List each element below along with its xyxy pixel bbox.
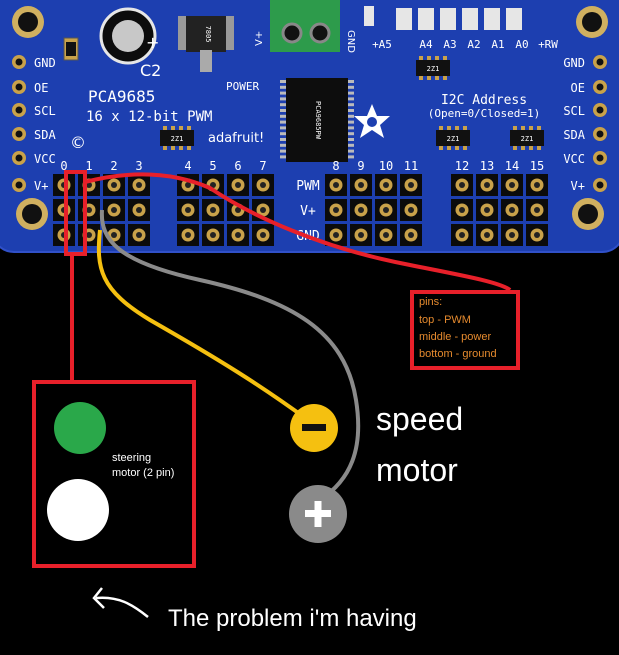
channel-number: 14 (505, 159, 519, 173)
side-pin-label: GND (563, 56, 585, 70)
address-jumper-pads (364, 6, 522, 30)
i2c-title: I2C Address (441, 93, 527, 108)
steering-motor-box (32, 380, 196, 568)
channel-number: 7 (259, 159, 266, 173)
brand-label: adafruit! (208, 131, 264, 146)
row-label: V+ (300, 204, 316, 219)
address-label: A4 (419, 38, 433, 51)
svg-text:2Z1: 2Z1 (427, 65, 440, 73)
resistor-pack (510, 130, 544, 146)
gray-wire (99, 209, 361, 502)
channel-number: 13 (480, 159, 494, 173)
pins-note-line: bottom - ground (419, 348, 497, 360)
pca9685-chip (286, 78, 348, 162)
cap-label: C2 (140, 61, 161, 80)
address-jumper-pad (396, 8, 412, 30)
address-jumper-pad (506, 8, 522, 30)
resistor-pack (436, 130, 470, 146)
yellow-wire (96, 229, 310, 422)
channel-number: 5 (209, 159, 216, 173)
address-jumper-pad (484, 8, 500, 30)
i2c-subtitle: (Open=0/Closed=1) (428, 107, 541, 120)
svg-text:PCA9685PW: PCA9685PW (314, 101, 322, 140)
pins-note-line: top - PWM (419, 314, 471, 326)
channel-number: 3 (135, 159, 142, 173)
address-label: A3 (443, 38, 456, 51)
address-label: A1 (491, 38, 504, 51)
address-label: A0 (515, 38, 528, 51)
svg-text:7805: 7805 (204, 26, 212, 43)
side-pin-label: VCC (34, 152, 56, 166)
pins-note-title: pins: (419, 296, 442, 308)
pins-note-box (410, 290, 520, 370)
address-label: +A5 (372, 38, 392, 51)
address-jumper-pad (440, 8, 456, 30)
side-pin-label: SCL (563, 104, 585, 118)
address-jumper-pad (418, 8, 434, 30)
side-pin-label: VCC (563, 152, 585, 166)
speed-label: speed (376, 401, 463, 437)
curved-arrow-icon (95, 596, 149, 618)
problem-caption: The problem i'm having (168, 605, 417, 632)
pins-note-line: middle - power (419, 331, 491, 343)
copyright-symbol: © (70, 133, 86, 152)
channel-number: 6 (234, 159, 241, 173)
side-pin-label: SDA (34, 128, 56, 142)
adafruit-star-logo (354, 104, 390, 138)
channel-number: 1 (85, 159, 92, 173)
side-pin-label: SDA (563, 128, 585, 142)
svg-text:2Z1: 2Z1 (171, 135, 184, 143)
power-led (364, 6, 374, 26)
terminal-vplus-label: V+ (254, 31, 265, 46)
side-pin-label: V+ (571, 179, 585, 193)
svg-text:2Z1: 2Z1 (521, 135, 534, 143)
side-pin-label: OE (571, 81, 585, 95)
channel-number: 0 (60, 159, 67, 173)
steering-pin-green (54, 402, 106, 454)
resistor-pack (416, 60, 450, 76)
address-jumper-pad (462, 8, 478, 30)
channel-0-highlight (64, 170, 87, 256)
side-pin-label: OE (34, 81, 48, 95)
channel-number: 10 (379, 159, 393, 173)
channel-number: 12 (455, 159, 469, 173)
address-label: +RW (538, 38, 558, 51)
channel-number: 9 (357, 159, 364, 173)
channel-number: 11 (404, 159, 418, 173)
chip-subtitle: 16 x 12-bit PWM (86, 109, 212, 125)
terminal-gnd-label: GND (345, 30, 356, 53)
minus-icon (302, 424, 326, 431)
channel-number: 2 (110, 159, 117, 173)
channel-number: 8 (332, 159, 339, 173)
steering-pin-white (47, 479, 109, 541)
side-pin-label: GND (34, 56, 56, 70)
steering-label-line1: steering (112, 452, 151, 464)
channel-number: 4 (184, 159, 191, 173)
channel-number: 15 (530, 159, 544, 173)
terminal-block (270, 0, 340, 52)
callout-line (84, 172, 512, 292)
chip-title: PCA9685 (88, 87, 155, 106)
side-pin-label: V+ (34, 179, 48, 193)
steering-label-line2: motor (2 pin) (112, 467, 174, 479)
svg-text:+: + (146, 33, 159, 52)
svg-text:2Z1: 2Z1 (447, 135, 460, 143)
power-label: POWER (226, 80, 259, 93)
address-label: A2 (467, 38, 480, 51)
resistor-pack (160, 130, 194, 146)
side-pin-label: SCL (34, 104, 56, 118)
motor-label: motor (376, 452, 458, 488)
row-label: PWM (296, 179, 320, 194)
